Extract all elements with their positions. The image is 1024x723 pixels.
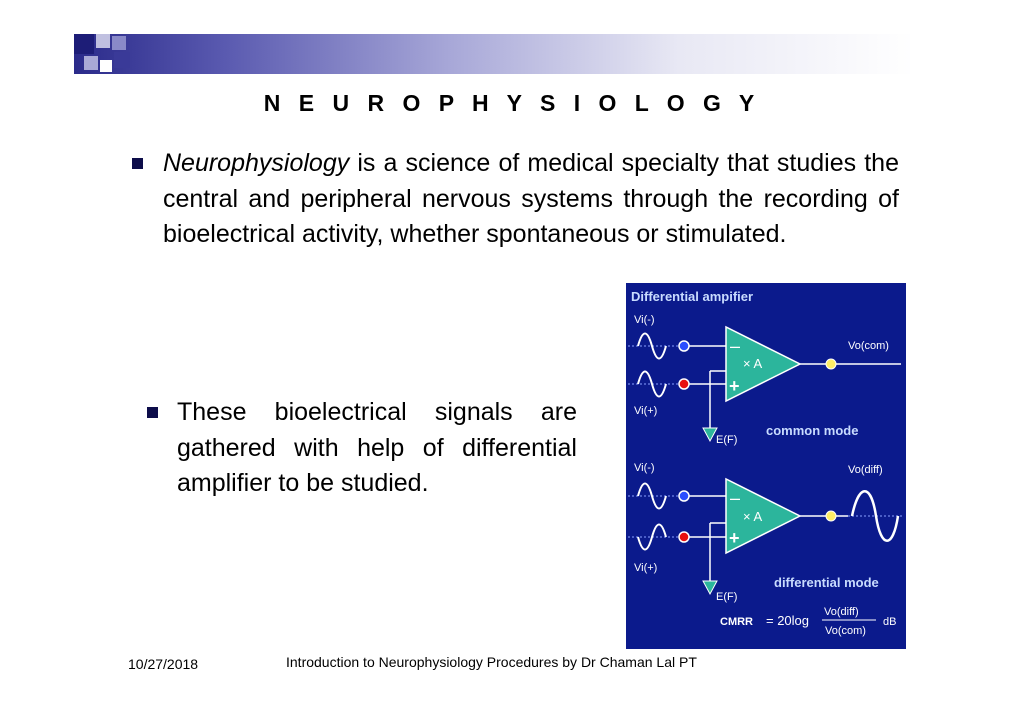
top-ground-symbol <box>702 427 718 443</box>
svg-text:–: – <box>730 336 740 356</box>
bottom-output-wave <box>850 490 900 542</box>
cmrr-denominator: Vo(com) <box>825 625 866 637</box>
top-ground-label: E(F) <box>716 434 737 446</box>
header-logo-square <box>100 60 112 72</box>
bottom-vout-label: Vo(diff) <box>848 464 883 476</box>
footer-text: Introduction to Neurophysiology Procedur… <box>286 654 697 670</box>
cmrr-label: CMRR <box>720 616 753 628</box>
top-input-minus-wave <box>637 332 667 360</box>
top-gain-label: × A <box>743 356 762 371</box>
top-minus-terminal <box>678 340 690 352</box>
top-vin-minus-label: Vi(-) <box>634 314 655 326</box>
bullet-marker <box>147 407 158 418</box>
signals-paragraph: These bioelectrical signals are gathered… <box>177 398 577 497</box>
svg-text:–: – <box>730 488 740 508</box>
slide-title: N E U R O P H Y S I O L O G Y <box>263 90 761 116</box>
bottom-ground-label: E(F) <box>716 591 737 603</box>
cmrr-numerator: Vo(diff) <box>824 606 859 618</box>
top-vin-plus-label: Vi(+) <box>634 405 657 417</box>
bottom-vin-minus-label: Vi(-) <box>634 462 655 474</box>
header-logo-square <box>96 34 110 48</box>
bottom-plus-terminal <box>678 531 690 543</box>
header-logo-square <box>112 36 126 50</box>
top-input-plus-wave <box>637 370 667 398</box>
svg-text:+: + <box>729 528 740 548</box>
definition-text: is a science of medical specialty that s… <box>163 149 899 248</box>
header-gradient-band <box>74 34 914 74</box>
definition-paragraph: Neurophysiology is a science of medical … <box>163 146 899 253</box>
bullet-marker <box>132 158 143 169</box>
header-logo-square <box>84 56 98 70</box>
bottom-ground-symbol <box>702 580 718 596</box>
top-vout-label: Vo(com) <box>848 340 889 352</box>
bottom-input-minus-wave <box>637 482 667 510</box>
diagram-title: Differential ampifier <box>631 289 753 304</box>
header-logo-square <box>74 34 94 54</box>
bottom-output-node <box>825 510 837 522</box>
common-mode-label: common mode <box>766 423 858 438</box>
definition-term: Neurophysiology <box>163 149 350 177</box>
cmrr-unit: dB <box>883 616 896 628</box>
top-plus-terminal <box>678 378 690 390</box>
differential-mode-label: differential mode <box>774 575 879 590</box>
bottom-minus-terminal <box>678 490 690 502</box>
bottom-vin-plus-label: Vi(+) <box>634 562 657 574</box>
svg-text:+: + <box>729 376 740 396</box>
cmrr-equation: = 20log <box>766 613 809 628</box>
top-output-node <box>825 358 837 370</box>
differential-amplifier-diagram: Differential ampifier Vi(-) Vi(+) – + × … <box>626 283 906 649</box>
top-amplifier-triangle <box>725 325 802 403</box>
bottom-input-plus-wave <box>637 523 667 551</box>
bottom-gain-label: × A <box>743 509 762 524</box>
header-logo-square <box>114 52 130 68</box>
footer-date: 10/27/2018 <box>128 656 199 672</box>
bottom-amplifier-triangle <box>725 477 802 555</box>
